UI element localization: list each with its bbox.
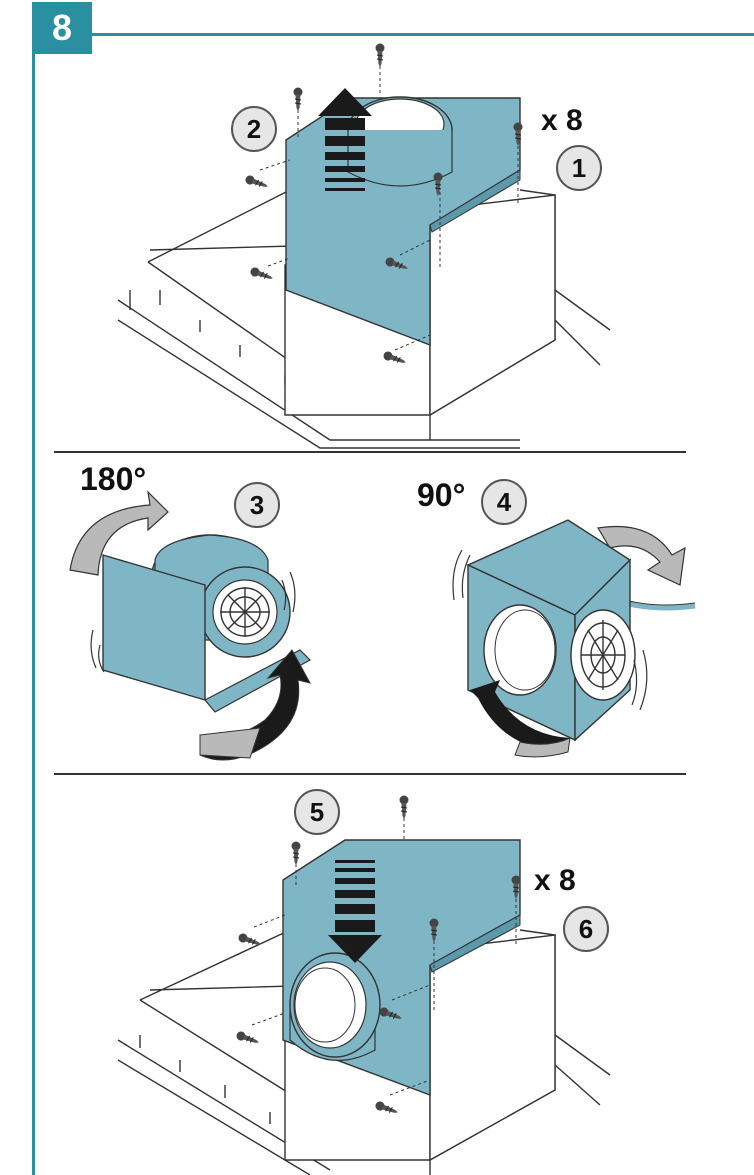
panel-2-rotate-180 xyxy=(69,490,311,761)
step-number-badge: 8 xyxy=(32,2,92,54)
step-badge-1: 1 xyxy=(556,145,602,191)
screw-icon xyxy=(375,43,385,68)
step-badge-6: 6 xyxy=(563,906,609,952)
frame-top-rule xyxy=(32,33,754,36)
rotation-angle-90: 90° xyxy=(417,477,466,513)
step-badge-4: 4 xyxy=(481,479,527,525)
frame-left-rule xyxy=(32,33,35,1175)
screw-count-label: x 8 xyxy=(541,104,583,137)
panel-3-refit-motor xyxy=(117,795,611,1175)
screw-icon xyxy=(399,795,409,820)
panel-1-remove-motor xyxy=(117,43,611,449)
panel-separator-2 xyxy=(54,773,686,775)
screw-count-label-2: x 8 xyxy=(534,864,576,897)
panel-separator-1 xyxy=(54,451,686,453)
step-badge-2: 2 xyxy=(231,106,277,152)
screw-icon xyxy=(291,841,301,866)
step-badge-3: 3 xyxy=(234,482,280,528)
panel-2-rotate-90 xyxy=(452,519,696,758)
screw-icon xyxy=(293,87,303,112)
step-badge-5: 5 xyxy=(294,789,340,835)
rotation-angle-180: 180° xyxy=(80,461,147,497)
